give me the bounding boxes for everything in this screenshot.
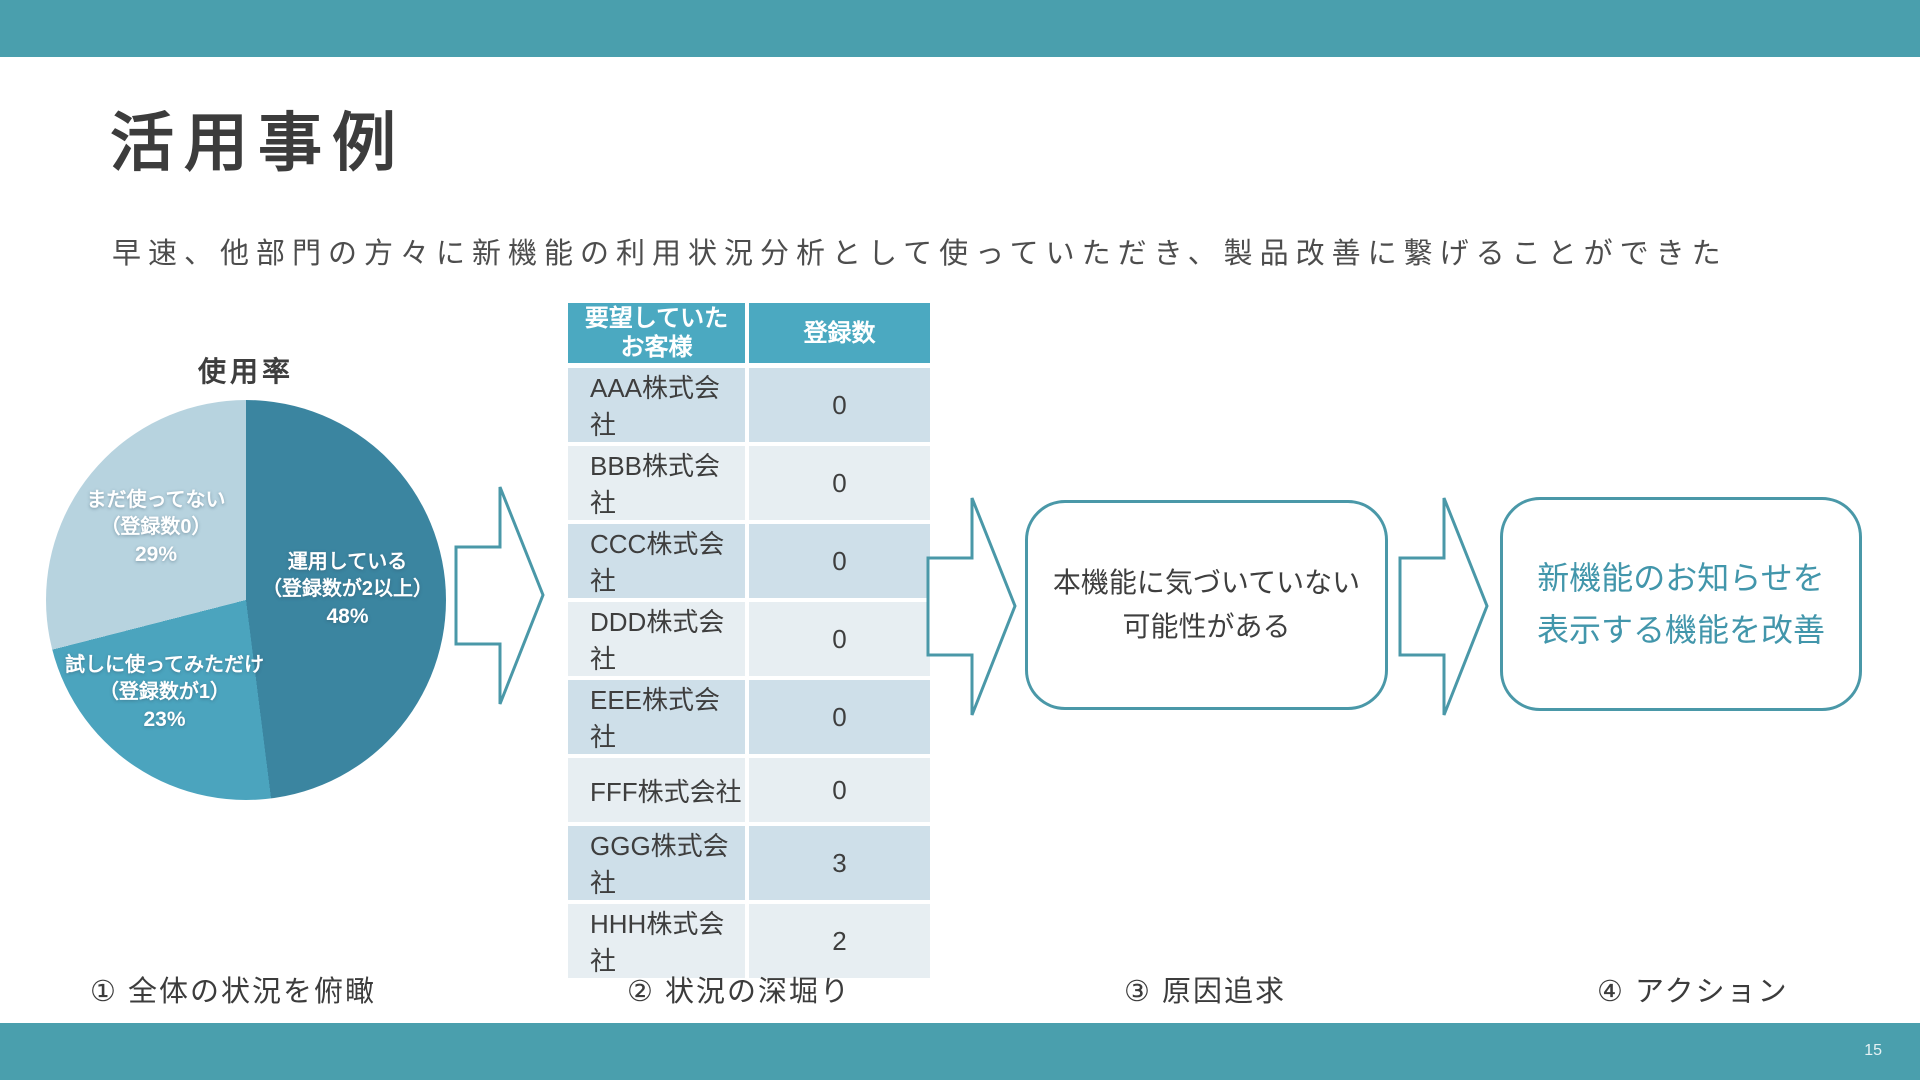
- flow-arrow-icon: [1398, 497, 1489, 716]
- page-number: 15: [1864, 1042, 1882, 1059]
- header-line: 要望していた: [584, 305, 729, 332]
- pie-label-line: （登録数0）: [100, 516, 212, 538]
- action-box: 新機能のお知らせを 表示する機能を改善: [1500, 497, 1862, 711]
- step-label-root-cause: ③ 原因追求: [1124, 976, 1287, 1008]
- pie-label-percent: 29%: [134, 543, 178, 566]
- table-header: 要望していた お客様 登録数: [568, 303, 930, 368]
- cause-box-line: 可能性がある: [1122, 611, 1291, 642]
- count-cell: 0: [749, 368, 930, 446]
- header-line: お客様: [620, 334, 693, 361]
- company-cell: FFF株式会社: [568, 758, 749, 826]
- count-cell: 0: [749, 602, 930, 680]
- pie-label-line: まだ使ってない: [86, 489, 226, 511]
- pie-label-line: 運用している: [287, 551, 408, 573]
- company-cell: DDD株式会社: [568, 602, 749, 680]
- pie-label-line: （登録数が2以上）: [261, 578, 434, 600]
- pie-label-line: （登録数が1）: [98, 681, 231, 703]
- company-cell: AAA株式会社: [568, 368, 749, 446]
- count-cell: 0: [749, 524, 930, 602]
- customer-column-header: 要望していた お客様: [568, 303, 749, 368]
- table-header-row: 要望していた お客様 登録数: [568, 303, 930, 368]
- action-box-line: 表示する機能を改善: [1536, 612, 1825, 648]
- cause-box: 本機能に気づいていない 可能性がある: [1025, 500, 1388, 710]
- pie-chart-title: 使用率: [197, 356, 294, 387]
- company-cell: EEE株式会社: [568, 680, 749, 758]
- company-cell: CCC株式会社: [568, 524, 749, 602]
- count-cell: 0: [749, 446, 930, 524]
- pie-label-not-used: まだ使ってない （登録数0） 29%: [56, 487, 256, 568]
- count-cell: 3: [749, 826, 930, 904]
- pie-label-percent: 23%: [143, 708, 186, 731]
- pie-label-percent: 48%: [326, 605, 369, 628]
- bottom-accent-bar: [0, 1023, 1920, 1080]
- pie-label-operating: 運用している （登録数が2以上） 48%: [225, 549, 470, 630]
- step-label-overview: ① 全体の状況を俯瞰: [90, 976, 377, 1008]
- action-box-line: 新機能のお知らせを: [1537, 560, 1825, 596]
- flow-arrow-icon: [454, 486, 545, 705]
- pie-label-trial: 試しに使ってみただけ （登録数が1） 23%: [42, 652, 287, 733]
- cause-box-line: 本機能に気づいていない: [1052, 567, 1361, 598]
- company-cell: GGG株式会社: [568, 826, 749, 904]
- company-cell: HHH株式会社: [568, 904, 749, 982]
- slide-title: 活用事例: [110, 107, 406, 179]
- step-label-action: ④ アクション: [1597, 976, 1789, 1008]
- count-column-header: 登録数: [749, 303, 930, 368]
- company-cell: BBB株式会社: [568, 446, 749, 524]
- flow-arrow-icon: [926, 497, 1017, 716]
- pie-label-line: 試しに使ってみただけ: [65, 654, 264, 676]
- count-cell: 0: [749, 758, 930, 826]
- count-cell: 2: [749, 904, 930, 982]
- usage-pie: [46, 400, 446, 800]
- step-label-deep-dive: ② 状況の深堀り: [627, 976, 852, 1008]
- count-cell: 0: [749, 680, 930, 758]
- slide-subtitle: 早速、他部門の方々に新機能の利用状況分析として使っていただき、製品改善に繋げるこ…: [112, 238, 1728, 270]
- top-accent-bar: [0, 0, 1920, 57]
